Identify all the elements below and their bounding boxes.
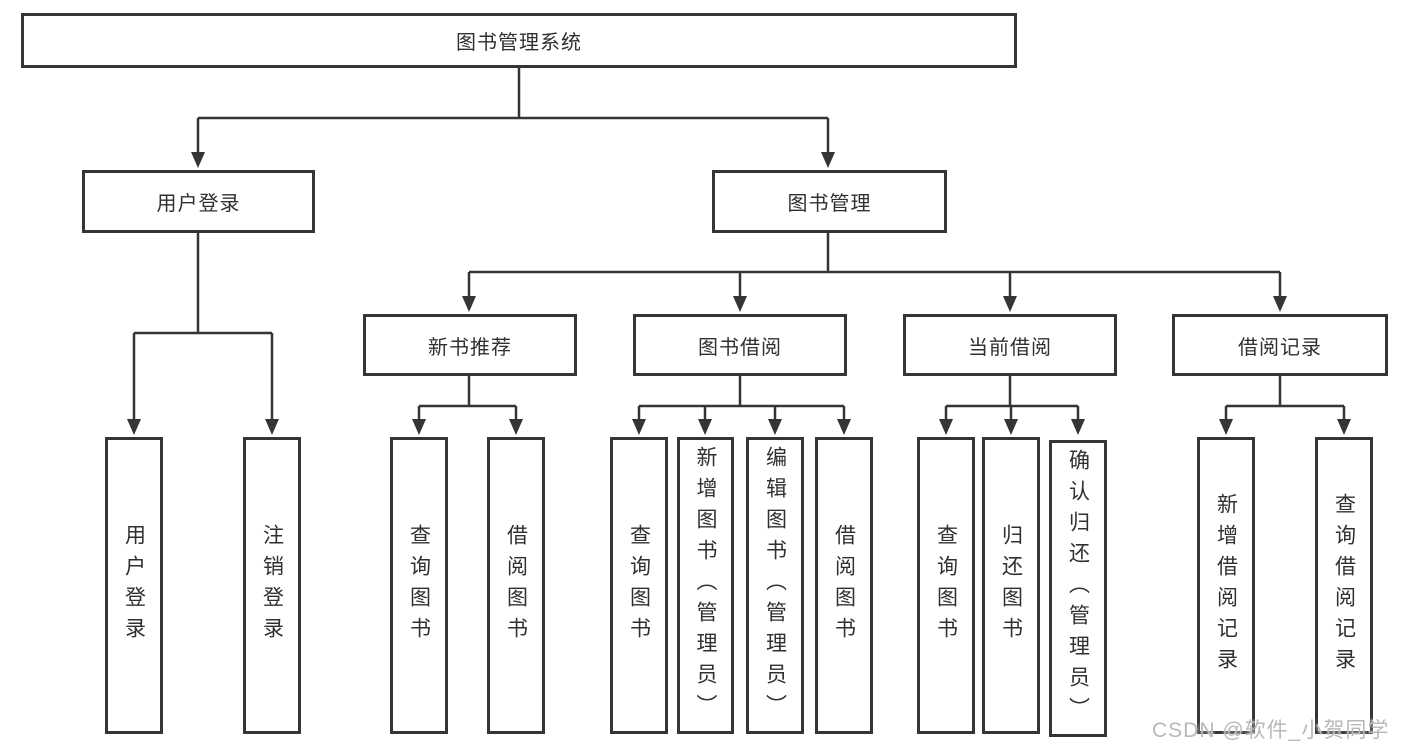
leaf-label: 用户登录 xyxy=(122,523,146,648)
node-current-borrow: 当前借阅 xyxy=(903,314,1117,376)
node-borrow-records: 借阅记录 xyxy=(1172,314,1388,376)
leaf-query-books-borrow: 查询图书 xyxy=(610,437,668,734)
csdn-watermark: CSDN @软件_小贺同学 xyxy=(1152,719,1390,742)
leaf-label: 借阅图书 xyxy=(832,523,856,648)
leaf-add-borrow-record: 新增借阅记录 xyxy=(1197,437,1255,734)
leaf-query-books-current: 查询图书 xyxy=(917,437,975,734)
leaf-label: 新增图书（管理员） xyxy=(694,446,717,725)
leaf-borrow-books: 借阅图书 xyxy=(815,437,873,734)
leaf-label: 查询图书 xyxy=(407,523,431,648)
leaf-query-borrow-record: 查询借阅记录 xyxy=(1315,437,1373,734)
node-book-management: 图书管理 xyxy=(712,170,947,233)
node-label: 新书推荐 xyxy=(428,336,512,359)
leaf-label: 确认归还（管理员） xyxy=(1066,449,1090,728)
leaf-return-books: 归还图书 xyxy=(982,437,1040,734)
node-book-borrow: 图书借阅 xyxy=(633,314,847,376)
node-label: 图书管理系统 xyxy=(456,32,582,54)
node-label: 图书管理 xyxy=(787,193,872,215)
leaf-logout: 注销登录 xyxy=(243,437,301,734)
node-user-login: 用户登录 xyxy=(82,170,315,233)
leaf-label: 查询借阅记录 xyxy=(1332,492,1356,679)
leaf-user-login: 用户登录 xyxy=(105,437,163,734)
leaf-label: 借阅图书 xyxy=(504,523,528,648)
leaf-label: 注销登录 xyxy=(260,523,284,648)
leaf-label: 新增借阅记录 xyxy=(1214,492,1238,679)
node-root: 图书管理系统 xyxy=(21,13,1017,68)
leaf-edit-books-admin: 编辑图书（管理员） xyxy=(746,437,804,734)
node-new-book-recommend: 新书推荐 xyxy=(363,314,577,376)
leaf-add-books-admin: 新增图书（管理员） xyxy=(677,437,734,734)
leaf-label: 查询图书 xyxy=(934,523,958,648)
leaf-label: 查询图书 xyxy=(627,523,651,648)
leaf-borrow-books-recommend: 借阅图书 xyxy=(487,437,545,734)
leaf-label: 归还图书 xyxy=(999,523,1023,648)
leaf-query-books-recommend: 查询图书 xyxy=(390,437,448,734)
leaf-confirm-return-admin: 确认归还（管理员） xyxy=(1049,440,1107,737)
node-label: 借阅记录 xyxy=(1238,336,1322,359)
node-label: 当前借阅 xyxy=(968,336,1052,359)
node-label: 图书借阅 xyxy=(698,336,782,359)
leaf-label: 编辑图书（管理员） xyxy=(763,446,787,725)
node-label: 用户登录 xyxy=(156,193,241,215)
